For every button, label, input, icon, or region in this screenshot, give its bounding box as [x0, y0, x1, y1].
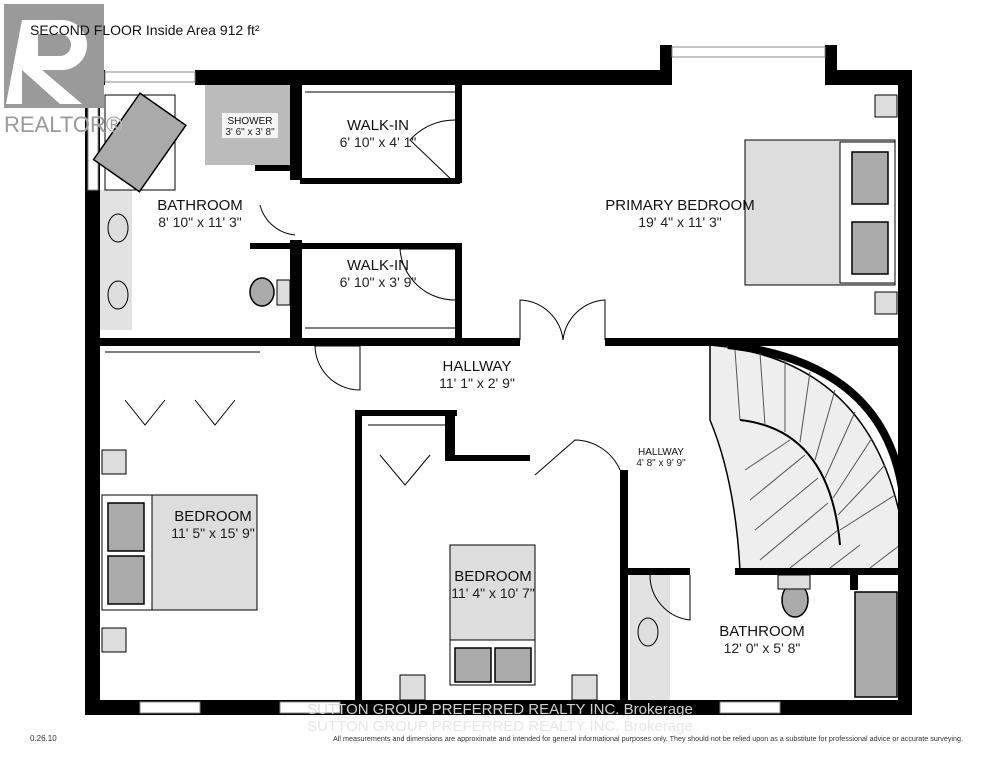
- room-dims-bedroom-1: 11' 5" x 15' 9": [171, 525, 255, 541]
- room-dims-hallway-2: 4' 8" x 9' 9": [636, 458, 686, 469]
- floor-title: SECOND FLOOR Inside Area 912 ft²: [30, 22, 260, 38]
- room-dims-walkin-1: 6' 10" x 4' 1": [340, 134, 417, 150]
- watermark: SUTTON GROUP PREFERRED REALTY INC. Broke…: [307, 701, 693, 718]
- room-name-bathroom-1: BATHROOM: [157, 197, 243, 214]
- room-name-primary-bedroom: PRIMARY BEDROOM: [605, 197, 754, 214]
- realtor-logo: REALTOR®: [4, 4, 122, 137]
- bed-middle: [399, 544, 598, 701]
- window: [104, 71, 196, 83]
- version-label: 0.26.10: [30, 734, 57, 743]
- room-name-walkin-2: WALK-IN: [347, 257, 409, 274]
- room-name-walkin-1: WALK-IN: [347, 117, 409, 134]
- disclaimer: All measurements and dimensions are appr…: [333, 736, 963, 743]
- bed-primary: [744, 94, 898, 315]
- sink: [107, 280, 129, 310]
- window: [719, 701, 781, 714]
- toilet-tank: [777, 574, 811, 590]
- staircase: [709, 341, 909, 571]
- doors: [124, 119, 691, 621]
- room-dims-hallway-1: 11' 1" x 2' 9": [439, 375, 515, 391]
- room-name-shower: SHOWER: [228, 116, 273, 127]
- bed-left: [101, 449, 258, 653]
- room-dims-bedroom-2: 11' 4" x 10' 7": [451, 585, 535, 601]
- toilet: [249, 277, 275, 307]
- room-name-bathroom-2: BATHROOM: [719, 623, 805, 640]
- room-name-bedroom-1: BEDROOM: [174, 508, 252, 525]
- window: [279, 701, 341, 714]
- room-dims-bathroom-2: 12' 0" x 5' 8": [724, 640, 801, 656]
- sink: [107, 213, 129, 243]
- window: [671, 46, 826, 58]
- room-name-bedroom-2: BEDROOM: [454, 568, 532, 585]
- closet-rods: [105, 91, 455, 426]
- room-dims-bathroom-1: 8' 10" x 11' 3": [158, 214, 242, 230]
- sink: [637, 617, 659, 647]
- room-dims-walkin-2: 6' 10" x 3' 9": [340, 274, 417, 290]
- window: [139, 701, 201, 714]
- toilet-tank: [276, 279, 291, 306]
- bathtub: [854, 591, 898, 698]
- room-dims-primary-bedroom: 19' 4" x 11' 3": [638, 214, 722, 230]
- room-name-hallway-1: HALLWAY: [443, 358, 512, 375]
- watermark-shadow: SUTTON GROUP PREFERRED REALTY INC. Broke…: [307, 718, 693, 735]
- room-name-hallway-2: HALLWAY: [638, 447, 684, 458]
- realtor-logo-text: REALTOR®: [4, 112, 122, 137]
- room-dims-shower: 3' 6" x 3' 8": [225, 127, 275, 138]
- bathtub: [92, 92, 187, 193]
